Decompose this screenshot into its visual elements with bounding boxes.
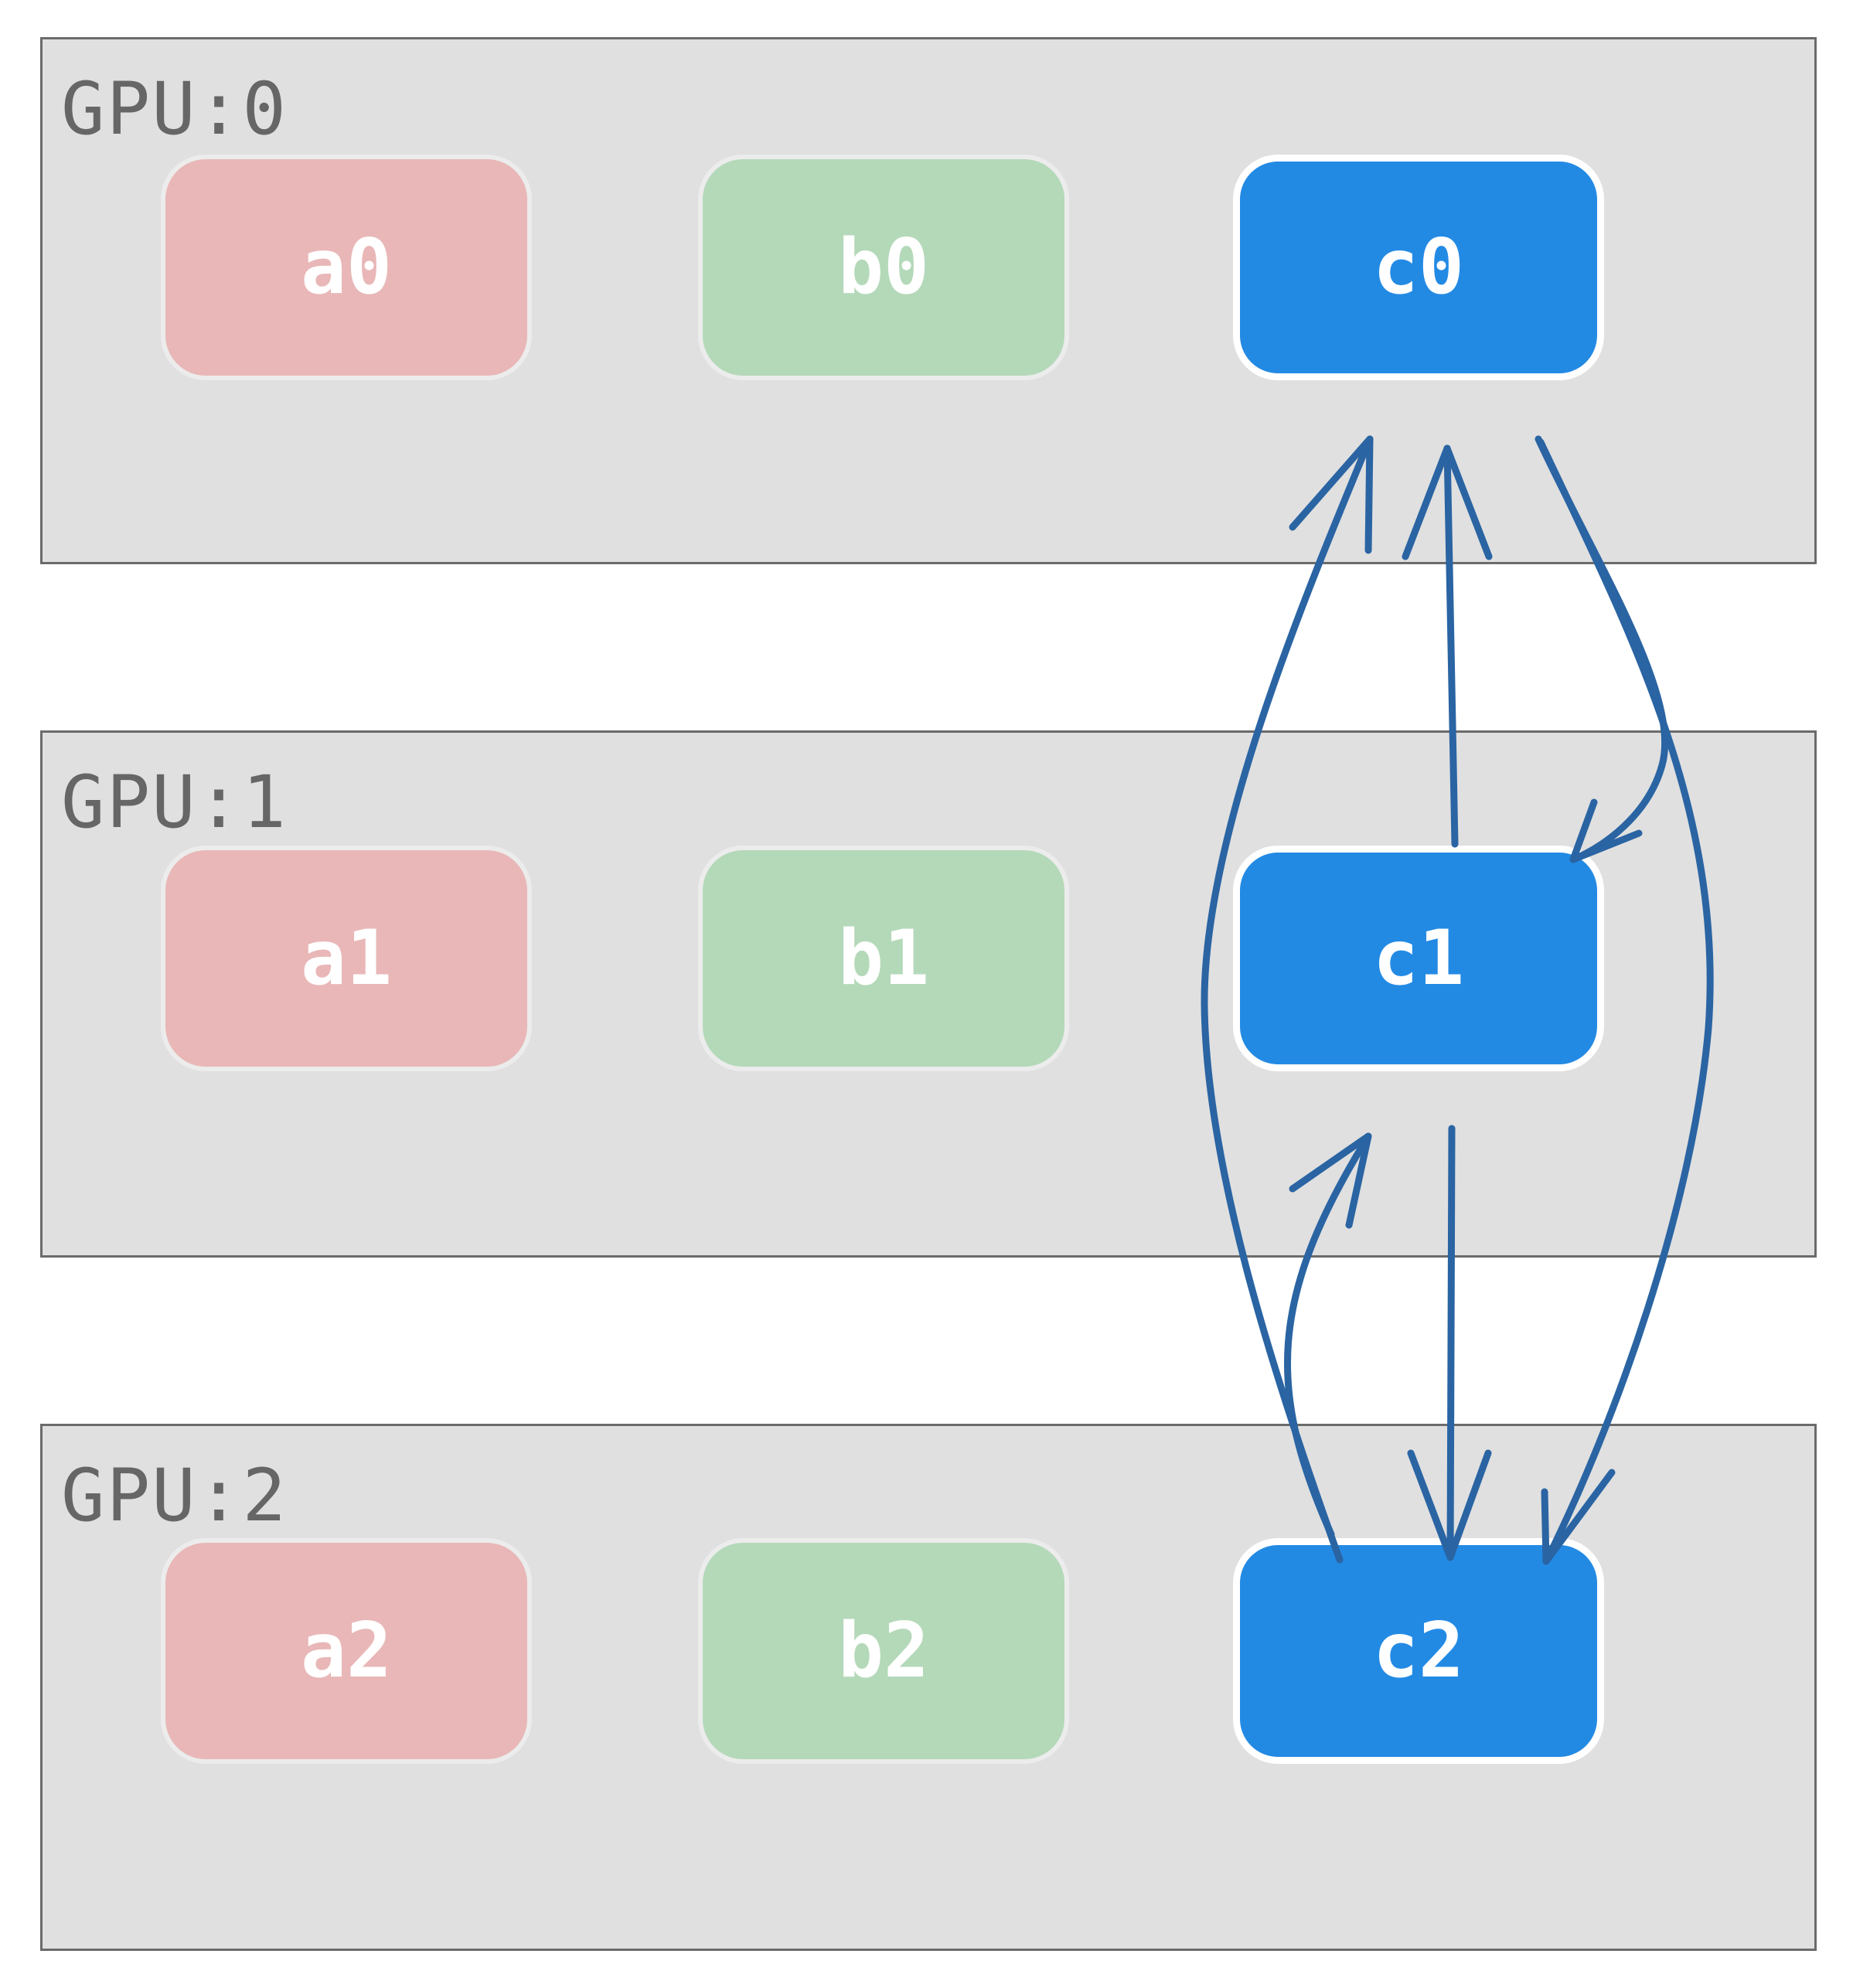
node-c1: c1 bbox=[1233, 846, 1604, 1071]
node-b0: b0 bbox=[698, 155, 1069, 380]
node-a2: a2 bbox=[161, 1538, 532, 1764]
node-a1: a1 bbox=[161, 846, 532, 1071]
node-c0: c0 bbox=[1233, 155, 1604, 380]
gpu-1-label: GPU:1 bbox=[61, 761, 288, 845]
node-c2: c2 bbox=[1233, 1538, 1604, 1764]
node-a0: a0 bbox=[161, 155, 532, 380]
gpu-0-label: GPU:0 bbox=[61, 67, 288, 151]
gpu-2-label: GPU:2 bbox=[61, 1454, 288, 1538]
node-b1: b1 bbox=[698, 846, 1069, 1071]
node-b2: b2 bbox=[698, 1538, 1069, 1764]
